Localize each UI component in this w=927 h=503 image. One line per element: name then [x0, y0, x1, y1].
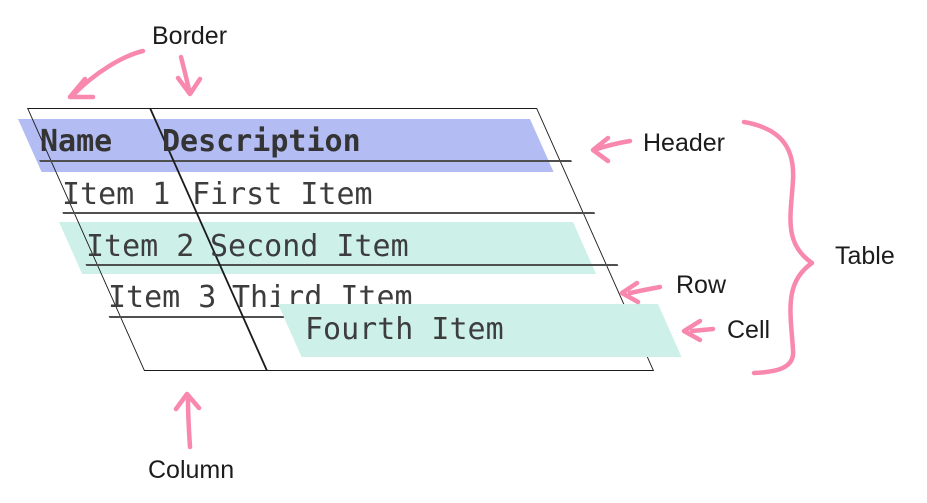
column-arrow-icon: [173, 391, 202, 450]
cell-arrow-icon: [681, 318, 716, 343]
column-label: Column: [148, 456, 235, 484]
cell-third-item: Third Item: [232, 280, 413, 315]
cell-fourth-item: Fourth Item: [305, 312, 504, 347]
row-separator-line: [62, 212, 596, 214]
cell-label: Cell: [727, 316, 771, 344]
cell-first-item: First Item: [192, 177, 373, 212]
border-label: Border: [152, 22, 228, 50]
table-label: Table: [835, 242, 895, 270]
row-separator-line: [85, 264, 619, 266]
cell-item2: Item 2: [86, 229, 195, 264]
border-arrow-straight-icon: [175, 54, 203, 97]
cell-second-item: Second Item: [210, 229, 409, 264]
cell-item1: Item 1: [62, 177, 171, 212]
cell-item3: Item 3: [108, 280, 217, 315]
border-arrow-curved-icon: [67, 48, 146, 100]
header-cell-description: Description: [162, 124, 361, 159]
header-bottom-line: [39, 160, 573, 162]
header-label: Header: [643, 129, 725, 157]
row-arrow-icon: [619, 280, 663, 305]
header-cell-name: Name: [40, 124, 113, 159]
header-arrow-icon: [590, 135, 633, 164]
row-label: Row: [676, 271, 727, 299]
